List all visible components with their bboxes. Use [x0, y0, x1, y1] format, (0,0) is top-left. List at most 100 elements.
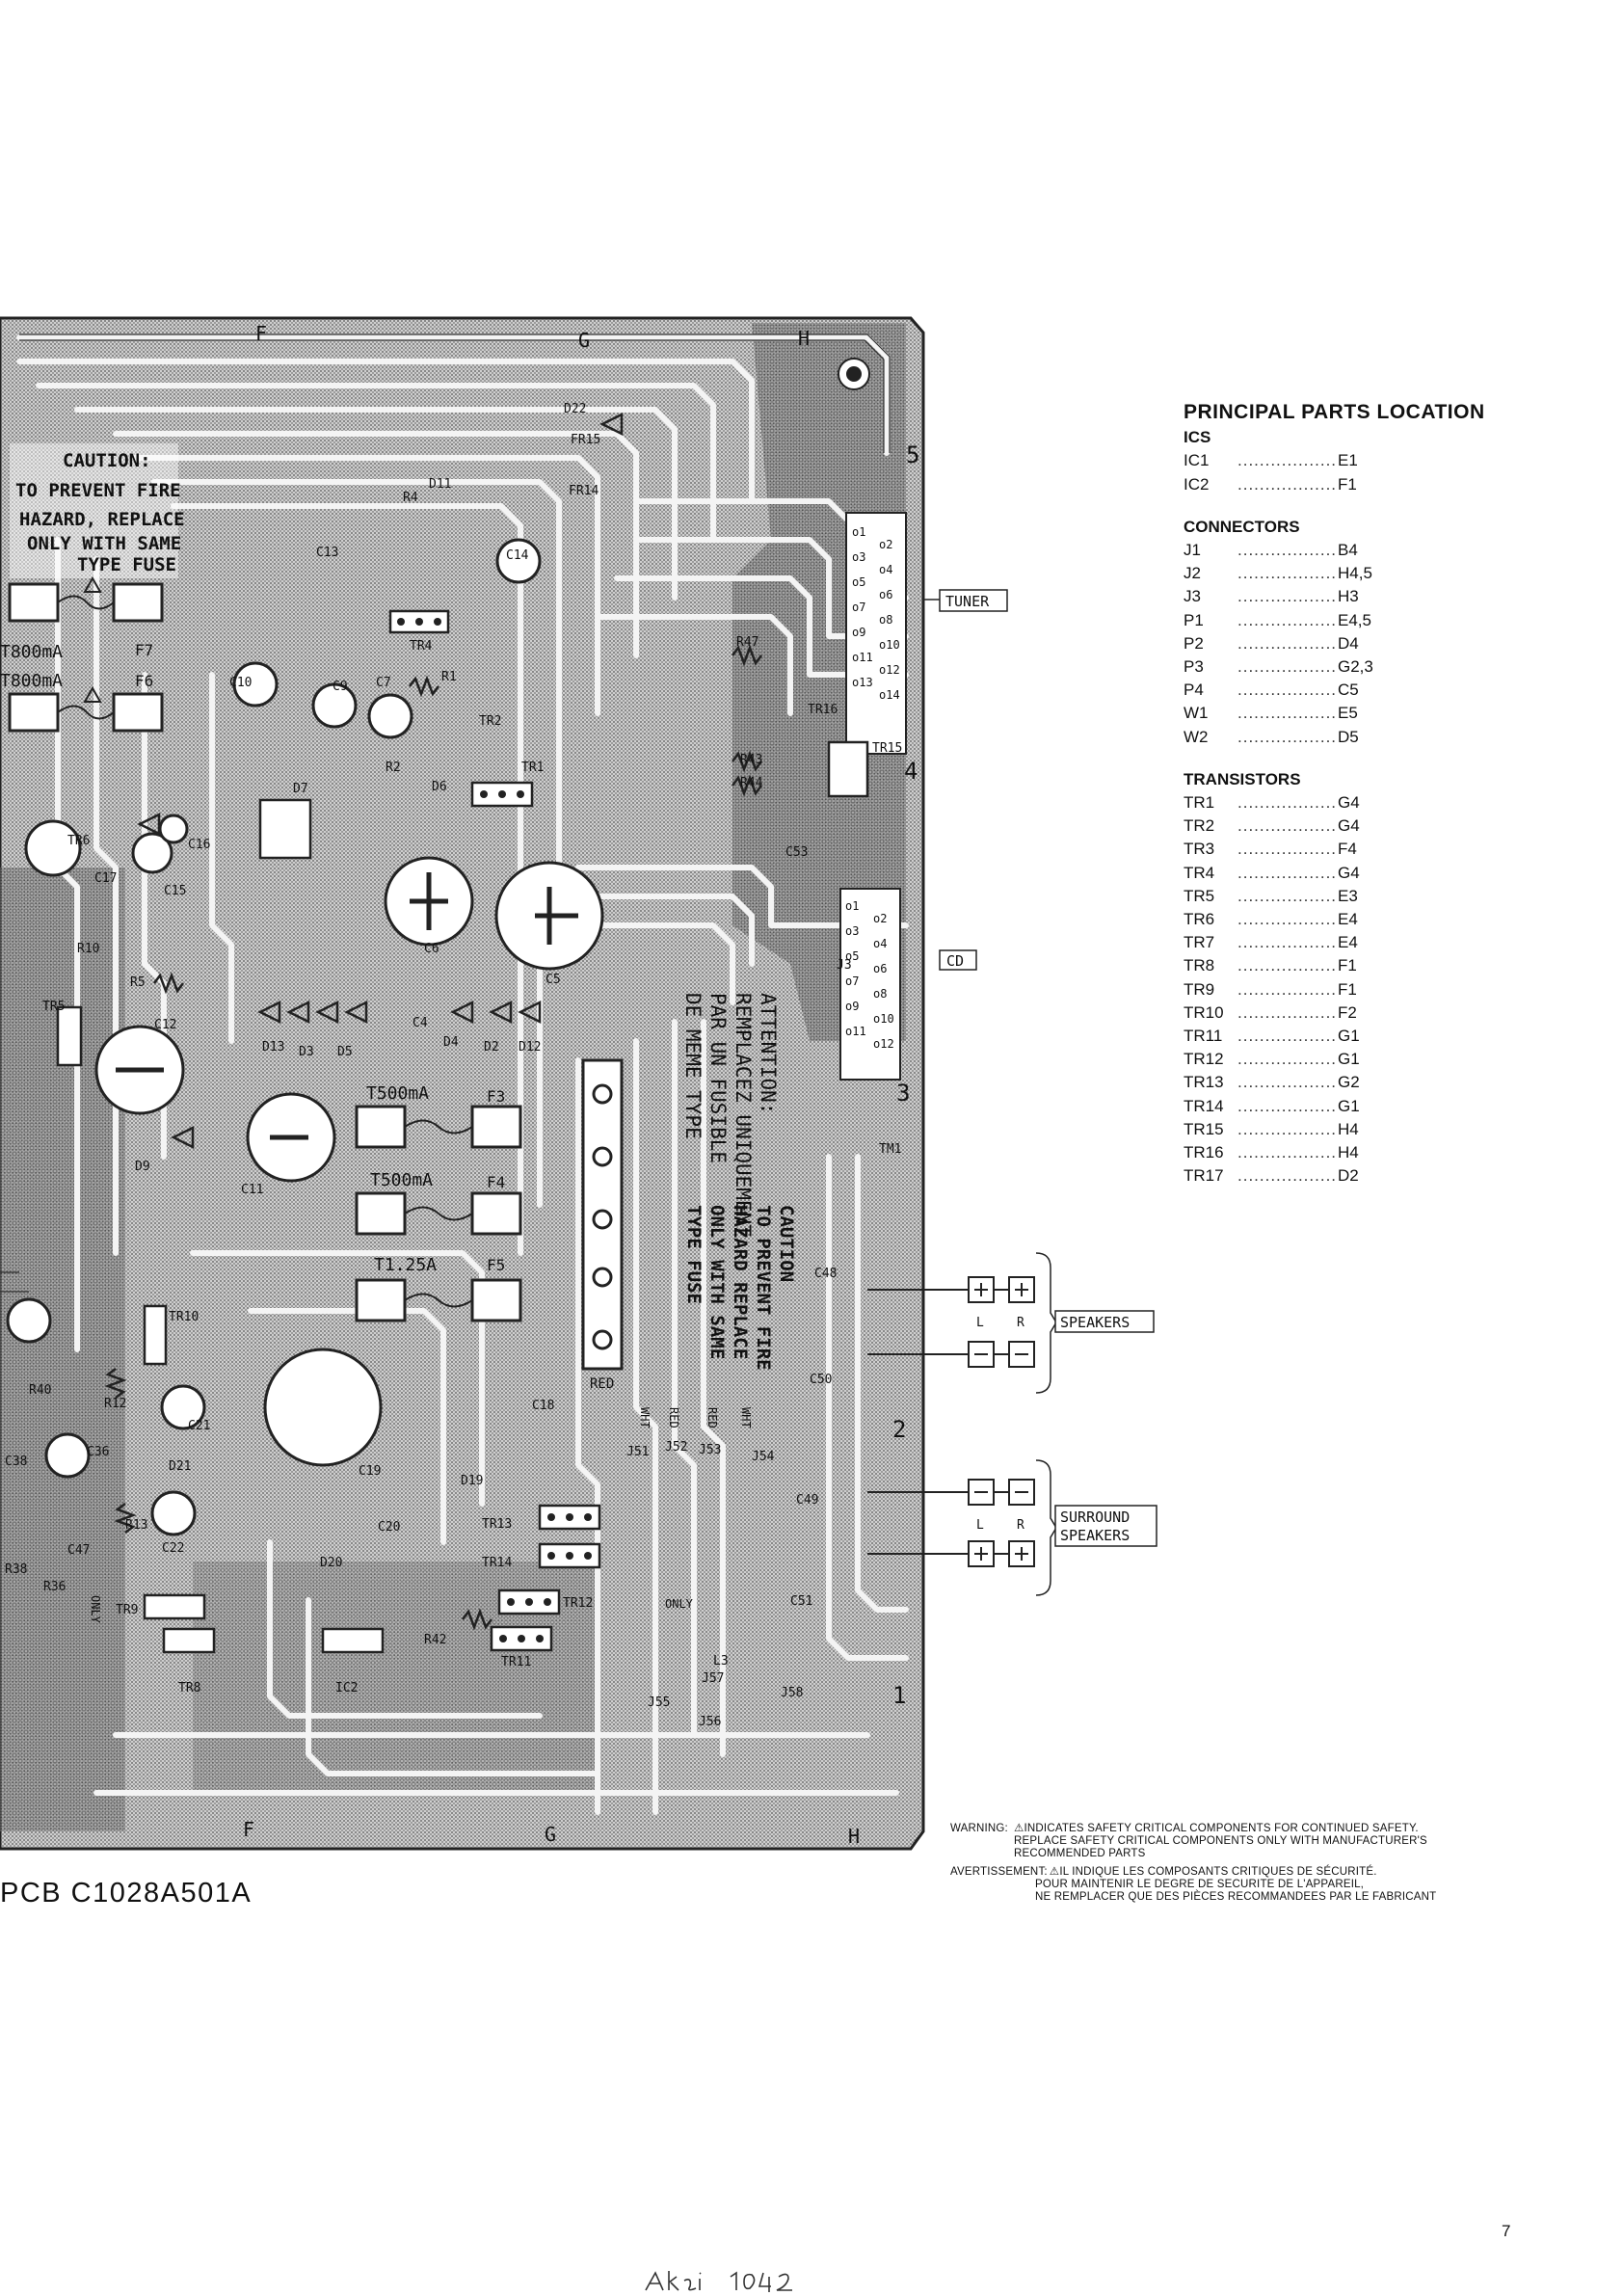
label-c13: C13	[316, 546, 338, 560]
label-j56: J56	[699, 1715, 721, 1729]
label-j58: J58	[781, 1686, 803, 1700]
parts-location-row: TR7..............................E4	[1184, 931, 1530, 954]
part-location: C5	[1338, 681, 1359, 700]
warning-line-1: INDICATES SAFETY CRITICAL COMPONENTS FOR…	[1024, 1823, 1419, 1834]
component-labels: D22 FR15 FR14 R4 D11 C13 C14 TR4 C10 C9 …	[5, 402, 902, 1729]
parts-location-row: TR14..............................G1	[1184, 1095, 1530, 1118]
caution-left-line-2: TO PREVENT FIRE	[15, 480, 181, 501]
grid-letter-bottom-f: F	[243, 1818, 254, 1841]
fuse-f5-rating: T1.25A	[374, 1255, 437, 1275]
part-location: D2	[1338, 1166, 1359, 1186]
grid-number-5: 5	[906, 441, 919, 468]
leader-dots: ..............................	[1237, 610, 1338, 629]
part-location: H4,5	[1338, 564, 1372, 583]
label-tr6: TR6	[67, 834, 90, 848]
caution-left-line-3: HAZARD, REPLACE	[19, 509, 185, 530]
label-j53: J53	[699, 1443, 721, 1457]
j3-pin-2: o2	[873, 912, 887, 925]
copper-traces	[16, 334, 909, 1815]
label-c21: C21	[188, 1419, 210, 1433]
label-d4: D4	[443, 1035, 459, 1050]
j3-pin-7: o7	[845, 974, 859, 988]
label-r38: R38	[5, 1562, 27, 1577]
label-c48: C48	[814, 1267, 837, 1281]
grid-letter-bottom-h: H	[848, 1825, 860, 1848]
label-tr2: TR2	[479, 714, 501, 729]
leader-dots: ..............................	[1237, 1073, 1338, 1092]
label-tr8: TR8	[178, 1681, 200, 1695]
pcb-part-number: PCB C1028A501A	[0, 1878, 253, 1909]
label-j3: J3	[837, 958, 852, 973]
part-name: TR11	[1184, 1027, 1223, 1046]
tuner-box: TUNER	[923, 589, 1008, 612]
speakers-label: SPEAKERS	[1060, 1314, 1130, 1331]
grid-letter-top-h: H	[798, 327, 810, 350]
j2-pin-9: o9	[852, 626, 865, 639]
j2-pin-7: o7	[852, 601, 865, 614]
warning-line-3: RECOMMENDED PARTS	[1014, 1848, 1146, 1859]
label-tr12: TR12	[563, 1596, 593, 1611]
leader-dots: ..............................	[1237, 840, 1338, 859]
label-c11: C11	[241, 1183, 263, 1197]
page-number: 7	[1502, 2222, 1511, 2240]
label-tr13: TR13	[482, 1517, 512, 1532]
attention-notice: ATTENTION: REMPLACEZ UNIQUEMENT PAR UN F…	[681, 993, 780, 1237]
part-name: TR9	[1184, 979, 1215, 999]
connector-j3-cd: o1 o3 o5 o7 o9 o11 o2 o4 o6 o8 o10 o12	[839, 888, 901, 1081]
trace-outlines	[0, 334, 891, 1293]
fuse-f4-ref: F4	[487, 1173, 505, 1191]
label-tr11: TR11	[501, 1655, 531, 1669]
label-r10: R10	[77, 942, 99, 956]
grid-number-1: 1	[892, 1682, 906, 1709]
parts-location-row: IC2..............................F1	[1184, 473, 1530, 496]
label-c38: C38	[5, 1455, 27, 1469]
caution-left-line-4: ONLY WITH SAME	[27, 533, 181, 554]
speakers-r: R	[1017, 1316, 1024, 1330]
parts-section-heading: TRANSISTORS	[1184, 769, 1301, 788]
label-tr4: TR4	[410, 639, 433, 654]
leader-dots: ..............................	[1237, 1002, 1338, 1022]
parts-location-row: P4..............................C5	[1184, 679, 1530, 702]
part-location: G4	[1338, 816, 1360, 836]
attention-line-4: DE MEME TYPE	[681, 993, 705, 1139]
label-c18: C18	[532, 1399, 554, 1413]
leader-dots: ..............................	[1237, 793, 1338, 813]
leader-dots: ..............................	[1237, 704, 1338, 723]
diode-row	[137, 412, 624, 1150]
grid-number-4: 4	[904, 758, 918, 785]
label-r12: R12	[104, 1397, 126, 1411]
part-name: TR10	[1184, 1002, 1224, 1022]
grid-letter-top-f: F	[255, 322, 267, 345]
fuse-f6: T800mA F6	[0, 671, 164, 733]
label-tr10: TR10	[169, 1310, 199, 1324]
label-j54: J54	[752, 1450, 775, 1464]
part-name: TR12	[1184, 1050, 1224, 1069]
leader-dots: ..............................	[1237, 933, 1338, 952]
label-c49: C49	[796, 1493, 818, 1508]
leader-dots: ..............................	[1237, 681, 1338, 700]
label-d9: D9	[135, 1160, 150, 1174]
label-tr5: TR5	[42, 1000, 65, 1014]
parts-location-row: J1..............................B4	[1184, 539, 1530, 562]
label-r36: R36	[43, 1580, 66, 1594]
grid-numbers: 5 4 3 2 1	[892, 441, 919, 1709]
leader-dots: ..............................	[1237, 587, 1338, 606]
resistors	[104, 644, 762, 1631]
avertissement-line-2: POUR MAINTENIR LE DEGRE DE SECURITE DE L…	[1035, 1879, 1365, 1890]
label-j55: J55	[648, 1695, 670, 1710]
label-d21: D21	[169, 1459, 191, 1474]
caution-notice-left: CAUTION: TO PREVENT FIRE HAZARD, REPLACE…	[10, 443, 185, 578]
caution-right-line-5: TYPE FUSE	[683, 1205, 705, 1304]
label-tr9: TR9	[116, 1603, 138, 1617]
leader-dots: ..............................	[1237, 910, 1338, 929]
part-location: E4	[1338, 933, 1358, 952]
j2-pin-1: o1	[852, 525, 865, 539]
part-location: H4	[1338, 1119, 1359, 1138]
surround-l: L	[976, 1518, 984, 1533]
j2-pin-5: o5	[852, 575, 865, 589]
caution-notice-right: CAUTION TO PREVENT FIRE HAZARD REPLACE O…	[683, 1205, 797, 1371]
leader-dots: ..............................	[1237, 451, 1338, 470]
label-d19: D19	[461, 1474, 483, 1488]
label-r2: R2	[386, 761, 401, 775]
